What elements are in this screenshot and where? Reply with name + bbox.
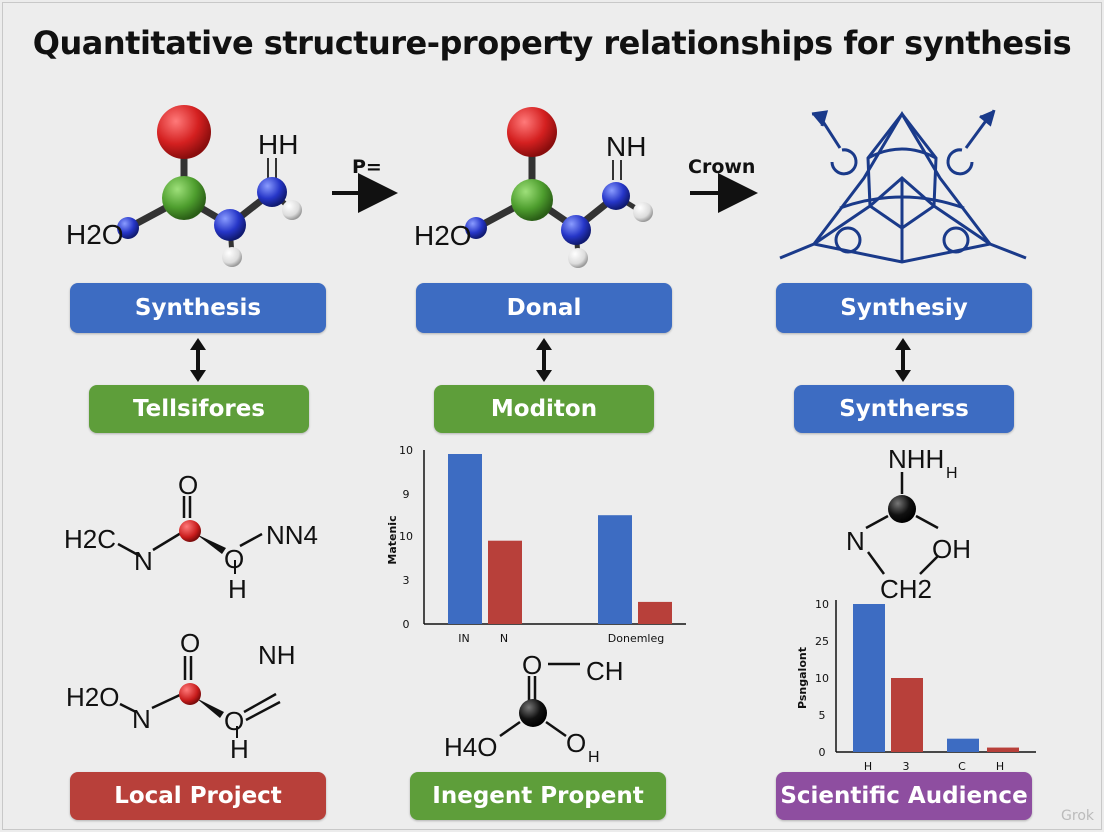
structure-4-top: NHH (888, 444, 944, 474)
syntherss-pill: Syntherss (794, 385, 1014, 433)
y-tick-label: 3 (403, 574, 410, 587)
x-tick-label: 3 (903, 760, 910, 773)
arrow-2-label: Crown (688, 156, 755, 178)
structure-3-o: O (566, 728, 586, 758)
skeletal-structure-3: O CH H4O O H (444, 650, 624, 766)
bar (853, 604, 885, 752)
bar (488, 540, 522, 624)
x-tick-label: H (996, 760, 1004, 773)
skeletal-structure-1: H2C N O O NN4 H (64, 470, 318, 604)
structure-1-right: NN4 (266, 520, 318, 550)
bar (987, 747, 1019, 752)
x-tick-label: N (500, 632, 508, 645)
watermark: Grok (1061, 808, 1094, 824)
bar (891, 678, 923, 752)
y-axis-label: Matenic (386, 515, 399, 564)
skeletal-structure-4: NHH H N OH CH2 (846, 444, 971, 604)
molecule-1-left-label: H2O (66, 219, 124, 250)
double-arrow-2 (536, 338, 552, 382)
structure-1-bottom: H (228, 574, 247, 604)
y-tick-label: 0 (819, 746, 826, 759)
double-arrow-3 (895, 338, 911, 382)
y-tick-label: 0 (403, 618, 410, 631)
local-project-pill: Local Project (70, 772, 326, 820)
synthesiy-pill: Synthesiy (776, 283, 1032, 333)
molecule-2-right-label: NH (606, 131, 646, 162)
y-tick-label: 5 (819, 709, 826, 722)
crown-geometric-diagram (779, 109, 1027, 264)
page-title: Quantitative structure-property relation… (32, 24, 1072, 62)
structure-4-right: OH (932, 534, 971, 564)
y-tick-label: 10 (399, 530, 413, 543)
structure-1-o: O (224, 544, 244, 574)
structure-2-bottom: H (230, 734, 249, 764)
y-tick-label: 10 (815, 672, 829, 685)
arrow-1-label: P= (352, 156, 382, 178)
molecule-1-right-label: HH (258, 129, 298, 160)
scientific-audience-pill: Scientific Audience (776, 772, 1032, 820)
double-arrow-1 (190, 338, 206, 382)
bar (947, 738, 979, 752)
structure-4-top-sub: H (946, 465, 958, 482)
ball-stick-molecule-2: H2O NH (414, 107, 653, 268)
reaction-arrow-1: P= (332, 156, 398, 213)
tellsifores-pill: Tellsifores (89, 385, 309, 433)
x-tick-label: IN (458, 632, 469, 645)
reaction-arrow-2: Crown (688, 156, 758, 213)
bar (638, 601, 672, 624)
bar (598, 515, 632, 624)
structure-2-top: O (180, 628, 200, 658)
x-tick-label: Donemleg (608, 632, 664, 645)
donal-pill: Donal (416, 283, 672, 333)
synthesis-pill: Synthesis (70, 283, 326, 333)
y-tick-label: 9 (403, 488, 410, 501)
structure-3-sub: H (588, 749, 600, 766)
inegent-propent-pill: Inegent Propent (410, 772, 666, 820)
x-tick-label: H (864, 760, 872, 773)
structure-4-left: N (846, 526, 865, 556)
structure-1-left: H2C (64, 524, 116, 554)
structure-3-right: CH (586, 656, 624, 686)
skeletal-structure-2: H2O N O O NH H (66, 628, 296, 764)
molecule-2-left-label: H2O (414, 220, 472, 251)
y-tick-label: 10 (815, 598, 829, 611)
structure-1-n: N (134, 546, 153, 576)
structure-2-right: NH (258, 640, 296, 670)
structure-2-n: N (132, 704, 151, 734)
structure-3-left: H4O (444, 732, 497, 762)
y-tick-label: 25 (815, 635, 829, 648)
structure-1-top: O (178, 470, 198, 500)
structure-2-o: O (224, 706, 244, 736)
ball-stick-molecule-1: H2O HH (66, 105, 302, 267)
structure-4-bottom: CH2 (880, 574, 932, 604)
structure-2-left: H2O (66, 682, 119, 712)
y-axis-label: Psngalont (796, 647, 809, 709)
bar (448, 454, 482, 624)
moditon-pill: Moditon (434, 385, 654, 433)
x-tick-label: C (958, 760, 966, 773)
y-tick-label: 10 (399, 444, 413, 457)
structure-3-top: O (522, 650, 542, 680)
